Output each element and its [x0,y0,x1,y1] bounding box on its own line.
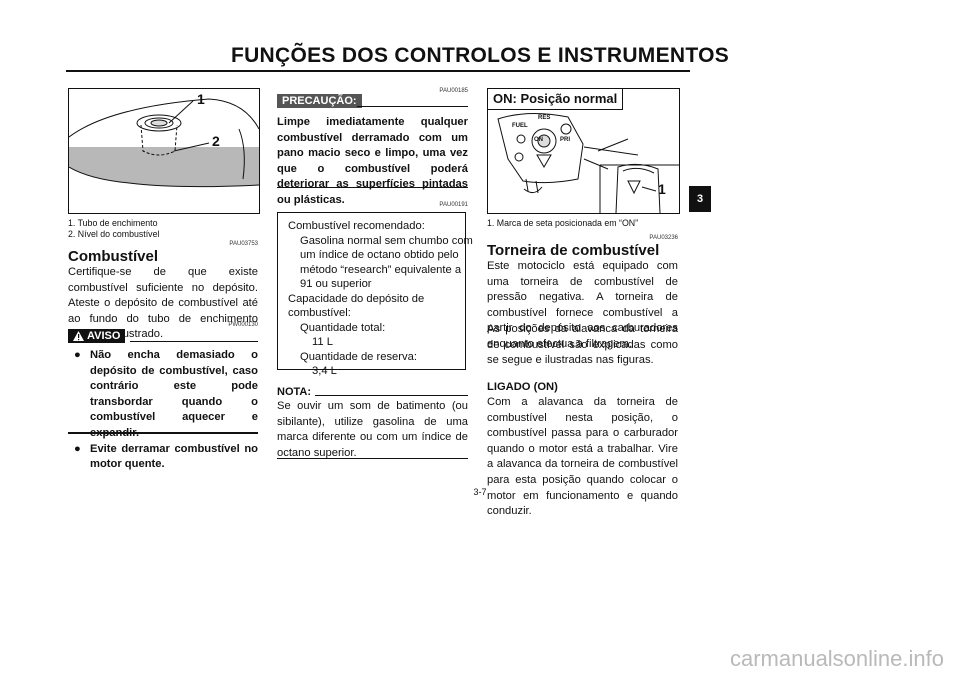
section-heading: Combustível [68,248,159,265]
note-rule [315,395,468,396]
warning-rule [130,341,258,342]
spec-line: 91 ou superior [300,278,372,290]
callout-2: 2 [212,133,220,149]
figure-caption: 1. Marca de seta posicionada em “ON” [487,218,639,228]
fuel-cock-illustration [497,112,679,214]
spec-line: Quantidade de reserva: [300,350,417,363]
warning-badge: AVISO [68,329,126,343]
spec-line: Combustível recomendado: [288,220,425,232]
bullet-icon: ● [74,349,81,361]
spec-line: 3,4 L [312,365,337,377]
watermark: carmanualsonline.info [729,646,944,671]
reference-code: PAU03753 [229,241,258,247]
list-item: ● Evite derramar combustível no motor qu… [74,442,258,473]
figure-title: ON: Posição normal [493,91,618,106]
caption-item: 1. Tubo de enchimento [68,218,158,228]
section-heading: Torneira de combustível [487,242,660,259]
page-title: FUNÇÕES DOS CONTROLOS E INSTRUMENTOS [230,44,730,67]
spec-line: Capacidade do depósito de [288,292,425,305]
spec-line: combustível: [288,307,351,319]
figure-title-tab: ON: Posição normal [488,89,624,110]
fuel-tank-illustration [68,98,260,188]
reference-code: PAU00191 [439,202,468,208]
caption-item: 2. Nível do combustível [68,229,160,239]
warning-list: ● Não encha demasiado o depósito de comb… [74,348,258,473]
label-on: ON [534,137,543,143]
warning-header: AVISO [68,329,258,345]
caution-rule [357,106,468,107]
caution-header: PRECAUÇÃO: [277,94,468,110]
spec-line: método “research” equivalente a [300,263,462,276]
fuel-spec-box: Combustível recomendado: Gasolina normal… [277,212,473,377]
body-paragraph: Com a alavanca da torneira de combustíve… [487,396,678,518]
fuel-tank-figure: 1 2 [68,88,260,214]
caution-badge: PRECAUÇÃO: [277,94,362,108]
warning-label: AVISO [87,330,121,342]
reference-code: PW000130 [228,322,258,328]
note-header: NOTA: [277,386,468,400]
reference-code: PAU03236 [649,235,678,241]
reference-code: PAU00185 [439,88,468,94]
note-text: Se ouvir um som de batimento (ou sibilan… [277,400,468,459]
caution-end-rule [277,187,468,188]
note-end-rule [277,458,468,459]
chapter-tab: 3 [689,186,711,212]
subheading: LIGADO (ON) [487,381,558,393]
bullet-icon: ● [74,442,81,455]
label-pri: PRI [560,137,571,143]
warning-end-rule [68,432,258,434]
warning-triangle-icon [73,331,84,341]
body-paragraph: As posições da alavanca da torneira de c… [487,323,678,367]
note-label: NOTA: [277,386,312,398]
body-paragraph: Este motociclo está equipado com uma tor… [487,260,678,350]
spec-line: 11 L [312,336,333,348]
list-item: ● Não encha demasiado o depósito de comb… [74,348,258,442]
label-res: RES [538,115,551,121]
caution-text: Limpe imediatamente qualquer combustível… [277,116,468,206]
spec-line: Gasolina normal sem chumbo com [300,234,473,247]
figure-captions: 1. Tubo de enchimento 2. Nível do combus… [68,218,258,240]
spec-line: Quantidade total: [300,321,386,334]
label-fuel: FUEL [512,123,528,129]
callout-1: 1 [197,91,205,107]
callout-1: 1 [658,181,666,197]
spec-line: um índice de octano obtido pelo [300,249,459,261]
header-rule [66,70,690,72]
page-number: 3-7 [473,487,487,497]
fuel-cock-figure: ON: Posição normal FUEL RES ON PRI 1 [487,88,680,214]
